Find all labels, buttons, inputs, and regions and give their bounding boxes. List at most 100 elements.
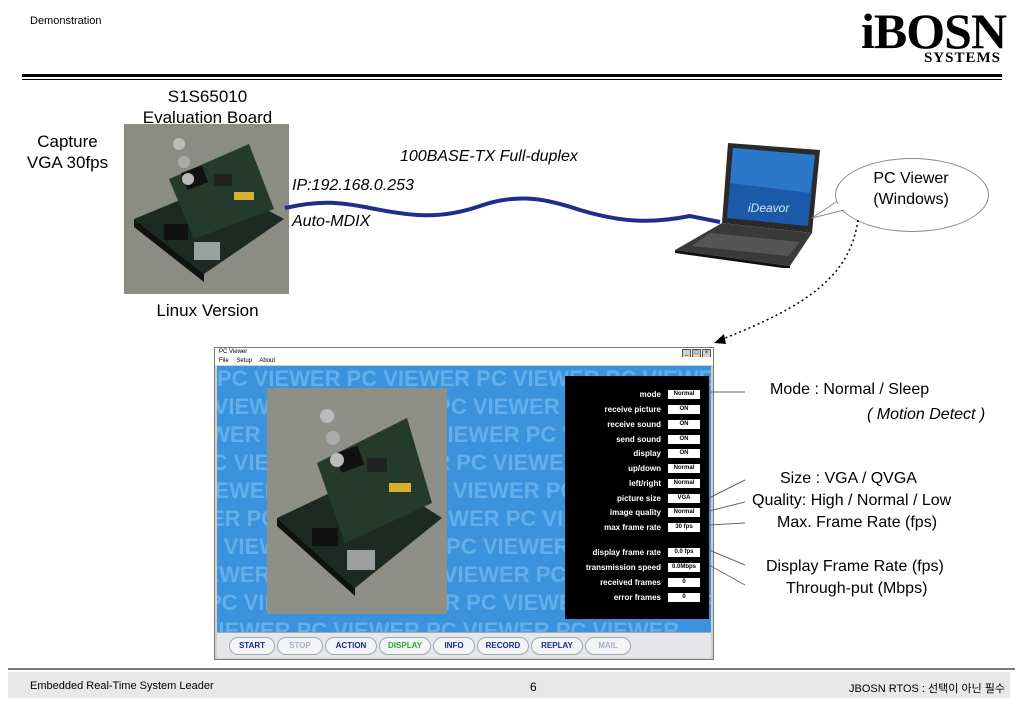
board-title-line1: S1S65010: [167, 87, 248, 106]
status-value: 30 fps: [668, 523, 700, 532]
status-row-receive-picture: receive picture ON: [565, 403, 705, 416]
status-row-display: display ON: [565, 447, 705, 460]
status-value: ON: [668, 420, 700, 429]
status-row-display-frame-rate: display frame rate 0.0 fps: [565, 546, 705, 559]
status-value: 0: [668, 593, 700, 602]
status-label: max frame rate: [604, 523, 661, 532]
network-cable: [284, 196, 721, 224]
board-photo: [124, 124, 289, 294]
board-title: S1S65010 Evaluation Board: [120, 86, 295, 128]
annotation-lines: [708, 391, 746, 586]
ip-address-label: IP:192.168.0.253: [292, 177, 414, 194]
status-label: left/right: [629, 479, 661, 488]
status-value: Normal: [668, 464, 700, 473]
pc-viewer-bubble-text: PC Viewer (Windows): [835, 168, 987, 210]
size-annotation: Size : VGA / QVGA: [780, 470, 917, 487]
board-title-line2: Evaluation Board: [142, 108, 273, 127]
status-value: ON: [668, 435, 700, 444]
status-row-mode: mode Normal: [565, 388, 705, 401]
capture-label: Capture VGA 30fps: [20, 131, 115, 173]
linux-version-label: Linux Version: [156, 301, 259, 320]
menu-file[interactable]: File: [219, 358, 229, 364]
status-row-transmission-speed: transmission speed 0.0Mbps: [565, 561, 705, 574]
status-label: send sound: [616, 435, 661, 444]
viewer-toolbar: START STOP ACTION DISPLAY INFO RECORD RE…: [217, 632, 711, 658]
footer-left-text: Embedded Real-Time System Leader: [30, 680, 214, 692]
pc-viewer-window[interactable]: PC Viewer _□× File Setup About PC VIEWER…: [214, 347, 714, 660]
header-label: Demonstration: [30, 15, 102, 27]
status-label: error frames: [613, 593, 661, 602]
status-row-send-sound: send sound ON: [565, 433, 705, 446]
viewer-client-area: PC VIEWER PC VIEWER PC VIEWER PC VIEWER …: [217, 366, 711, 632]
motion-detect-annotation: ( Motion Detect ): [867, 406, 986, 423]
mode-annotation: Mode : Normal / Sleep: [770, 381, 930, 398]
throughput-annotation: Through-put (Mbps): [786, 580, 928, 597]
status-label: receive sound: [607, 420, 661, 429]
record-button[interactable]: RECORD: [477, 637, 529, 655]
window-title: PC Viewer: [219, 349, 248, 355]
camera-view: [267, 388, 447, 614]
status-value: Normal: [668, 390, 700, 399]
status-label: display: [633, 449, 661, 458]
bubble-tail: [811, 201, 845, 219]
status-value: 0.0Mbps: [668, 563, 700, 572]
info-button[interactable]: INFO: [433, 637, 475, 655]
status-label: image quality: [609, 508, 661, 517]
status-row-picture-size: picture size VGA: [565, 492, 705, 505]
status-label: mode: [639, 390, 661, 399]
status-row-error-frames: error frames 0: [565, 591, 705, 604]
logo-sub-text: SYSTEMS: [923, 50, 1001, 66]
dotted-arrow: [714, 219, 859, 344]
status-value: Normal: [668, 479, 700, 488]
status-row-image-quality: image quality Normal: [565, 506, 705, 519]
bubble-line2: (Windows): [873, 191, 949, 208]
stop-button[interactable]: STOP: [277, 637, 323, 655]
display-frame-rate-annotation: Display Frame Rate (fps): [766, 558, 944, 575]
status-label: receive picture: [604, 405, 661, 414]
capture-line1: Capture: [37, 132, 98, 151]
laptop-image: iDeavor: [675, 143, 820, 268]
pc-viewer-bubble: [835, 158, 989, 232]
status-value: 0: [668, 578, 700, 587]
status-label: transmission speed: [585, 563, 661, 572]
status-value: ON: [668, 405, 700, 414]
svg-text:iDeavor: iDeavor: [748, 201, 790, 215]
status-label: picture size: [616, 494, 661, 503]
status-value: ON: [668, 449, 700, 458]
status-value: VGA: [668, 494, 700, 503]
page-number: 6: [530, 680, 537, 694]
menu-setup[interactable]: Setup: [236, 358, 253, 364]
status-label: received frames: [600, 578, 661, 587]
status-row-left-right: left/right Normal: [565, 477, 705, 490]
footer-rule: [8, 668, 1015, 670]
status-label: up/down: [628, 464, 661, 473]
start-button[interactable]: START: [229, 637, 275, 655]
menu-about[interactable]: About: [259, 358, 276, 364]
mail-button[interactable]: MAIL: [585, 637, 631, 655]
status-value: 0.0 fps: [668, 548, 700, 557]
status-row-up-down: up/down Normal: [565, 462, 705, 475]
footer-right-text: JBOSN RTOS : 선택이 아닌 필수: [848, 683, 1005, 695]
header-rule: [22, 74, 1002, 77]
logo-main-text: iBOSN: [861, 3, 1007, 59]
capture-line2: VGA 30fps: [26, 153, 109, 172]
footer-band: [8, 672, 1010, 698]
link-speed-label: 100BASE-TX Full-duplex: [400, 148, 578, 165]
replay-button[interactable]: REPLAY: [531, 637, 583, 655]
display-button[interactable]: DISPLAY: [379, 637, 431, 655]
status-row-max-frame-rate: max frame rate 30 fps: [565, 521, 705, 534]
action-button[interactable]: ACTION: [325, 637, 377, 655]
window-menu-bar: File Setup About: [215, 357, 713, 365]
ibosn-logo: iBOSN SYSTEMS: [861, 3, 1007, 67]
mdix-label: Auto-MDIX: [292, 213, 371, 230]
header-rule-thin: [22, 79, 1002, 80]
window-title-bar[interactable]: PC Viewer: [215, 348, 713, 357]
status-row-receive-sound: receive sound ON: [565, 418, 705, 431]
bubble-line1: PC Viewer: [873, 170, 949, 187]
status-value: Normal: [668, 508, 700, 517]
quality-annotation: Quality: High / Normal / Low: [752, 492, 952, 509]
status-label: display frame rate: [592, 548, 661, 557]
max-frame-rate-annotation: Max. Frame Rate (fps): [777, 514, 938, 531]
watermark-row: PC VIEWER PC VIEWER PC VIEWER PC VIEWER: [217, 618, 680, 633]
